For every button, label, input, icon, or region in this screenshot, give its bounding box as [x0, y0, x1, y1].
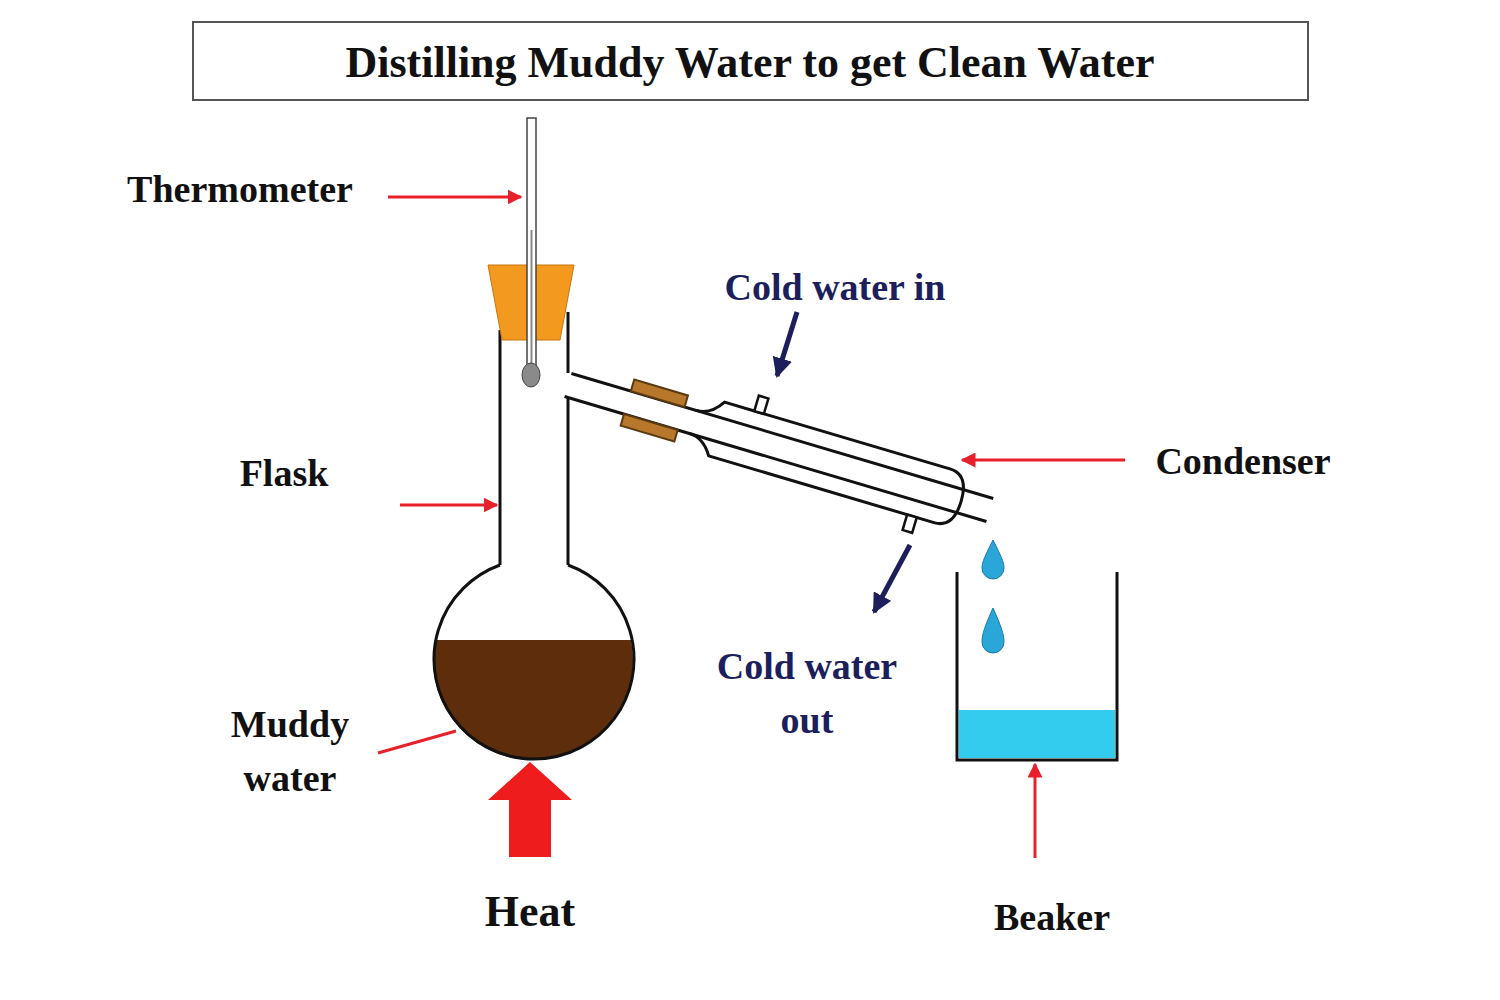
- condenser-jacket: [685, 395, 969, 528]
- water-drop: [982, 540, 1004, 579]
- rubber-connector: [631, 380, 688, 407]
- thermometer-column: [531, 230, 533, 368]
- flow-label: Cold water out: [692, 640, 922, 748]
- water-in-arrow: [777, 312, 797, 376]
- leader-arrow: [962, 459, 1125, 462]
- beaker: [957, 572, 1117, 760]
- water-out-arrow: [874, 545, 910, 612]
- leader-arrow: [400, 504, 497, 507]
- title-frame: [193, 22, 1308, 100]
- part-label: Heat: [430, 881, 630, 943]
- part-label: Muddy water: [210, 698, 370, 806]
- part-label: Thermometer: [90, 163, 390, 217]
- part-label: Condenser: [1123, 435, 1363, 489]
- title: Distilling Muddy Water to get Clean Wate…: [345, 37, 1154, 88]
- clean-water-fill: [959, 710, 1115, 758]
- delivery-tube: [571, 373, 993, 498]
- leader-line: [378, 731, 456, 753]
- flask-neck: [567, 398, 570, 565]
- leader-arrow: [1034, 764, 1037, 858]
- part-label: Flask: [184, 447, 384, 501]
- flask-bulb: [434, 565, 634, 759]
- heat-arrow: [488, 762, 572, 857]
- flask-neck: [499, 330, 502, 565]
- thermometer-bulb: [522, 363, 540, 387]
- thermometer-stem: [527, 118, 536, 370]
- flow-label: Cold water in: [720, 261, 950, 315]
- water-inlet: [754, 396, 768, 414]
- part-label: Beaker: [952, 891, 1152, 945]
- flask-neck: [567, 312, 570, 373]
- rubber-connector: [621, 414, 678, 441]
- leader-arrow: [388, 196, 521, 199]
- muddy-water-fill: [430, 640, 640, 770]
- water-drop: [982, 608, 1004, 653]
- delivery-tube: [565, 397, 987, 522]
- water-outlet: [903, 515, 917, 533]
